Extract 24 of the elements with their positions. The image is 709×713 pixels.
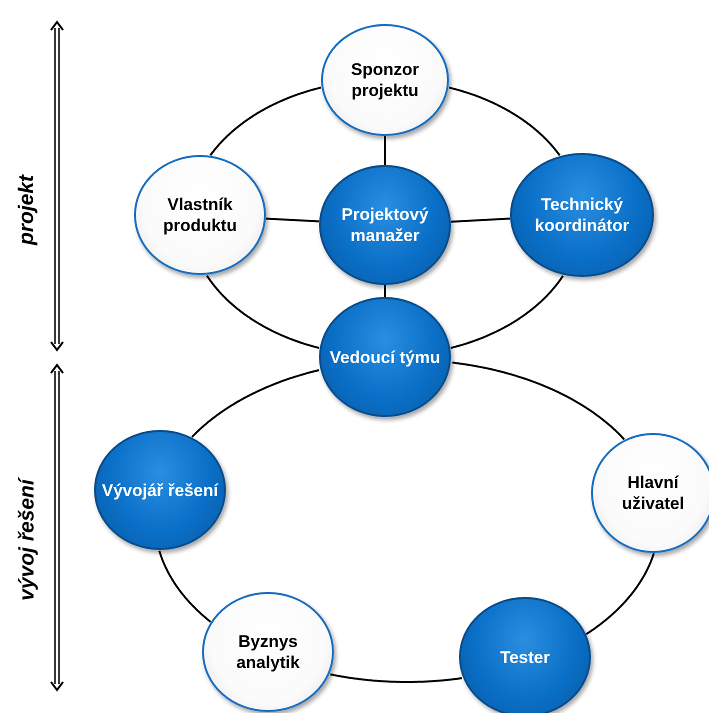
role-name: Hlavní uživatel [620,472,686,514]
role-name: Technický koordinátor [534,194,630,236]
connector-line [450,218,510,223]
connector-line [452,362,625,440]
connector-line [384,136,386,165]
connector-line [384,285,386,297]
role-name: Sponzor projektu [350,59,420,101]
connector-line [266,218,320,222]
connector-line [158,550,212,623]
connector-line [210,86,322,156]
role-name: Tester [500,646,550,668]
section-label: projekt [15,175,39,245]
role-name: Projektový manažer [340,204,430,246]
connector-line [330,673,462,683]
section-label: vývoj řešení [15,479,40,601]
connector-line [206,275,320,349]
role-name: Vlastník produktu [162,194,238,236]
connector-line [191,369,320,438]
connector-line [586,552,655,635]
role-name: Byznys analytik [235,631,301,673]
connector-line [450,275,564,349]
connector-line [448,86,561,156]
role-name: Vedoucí týmu [330,346,440,368]
role-name: Vývojář řešení [102,480,218,500]
